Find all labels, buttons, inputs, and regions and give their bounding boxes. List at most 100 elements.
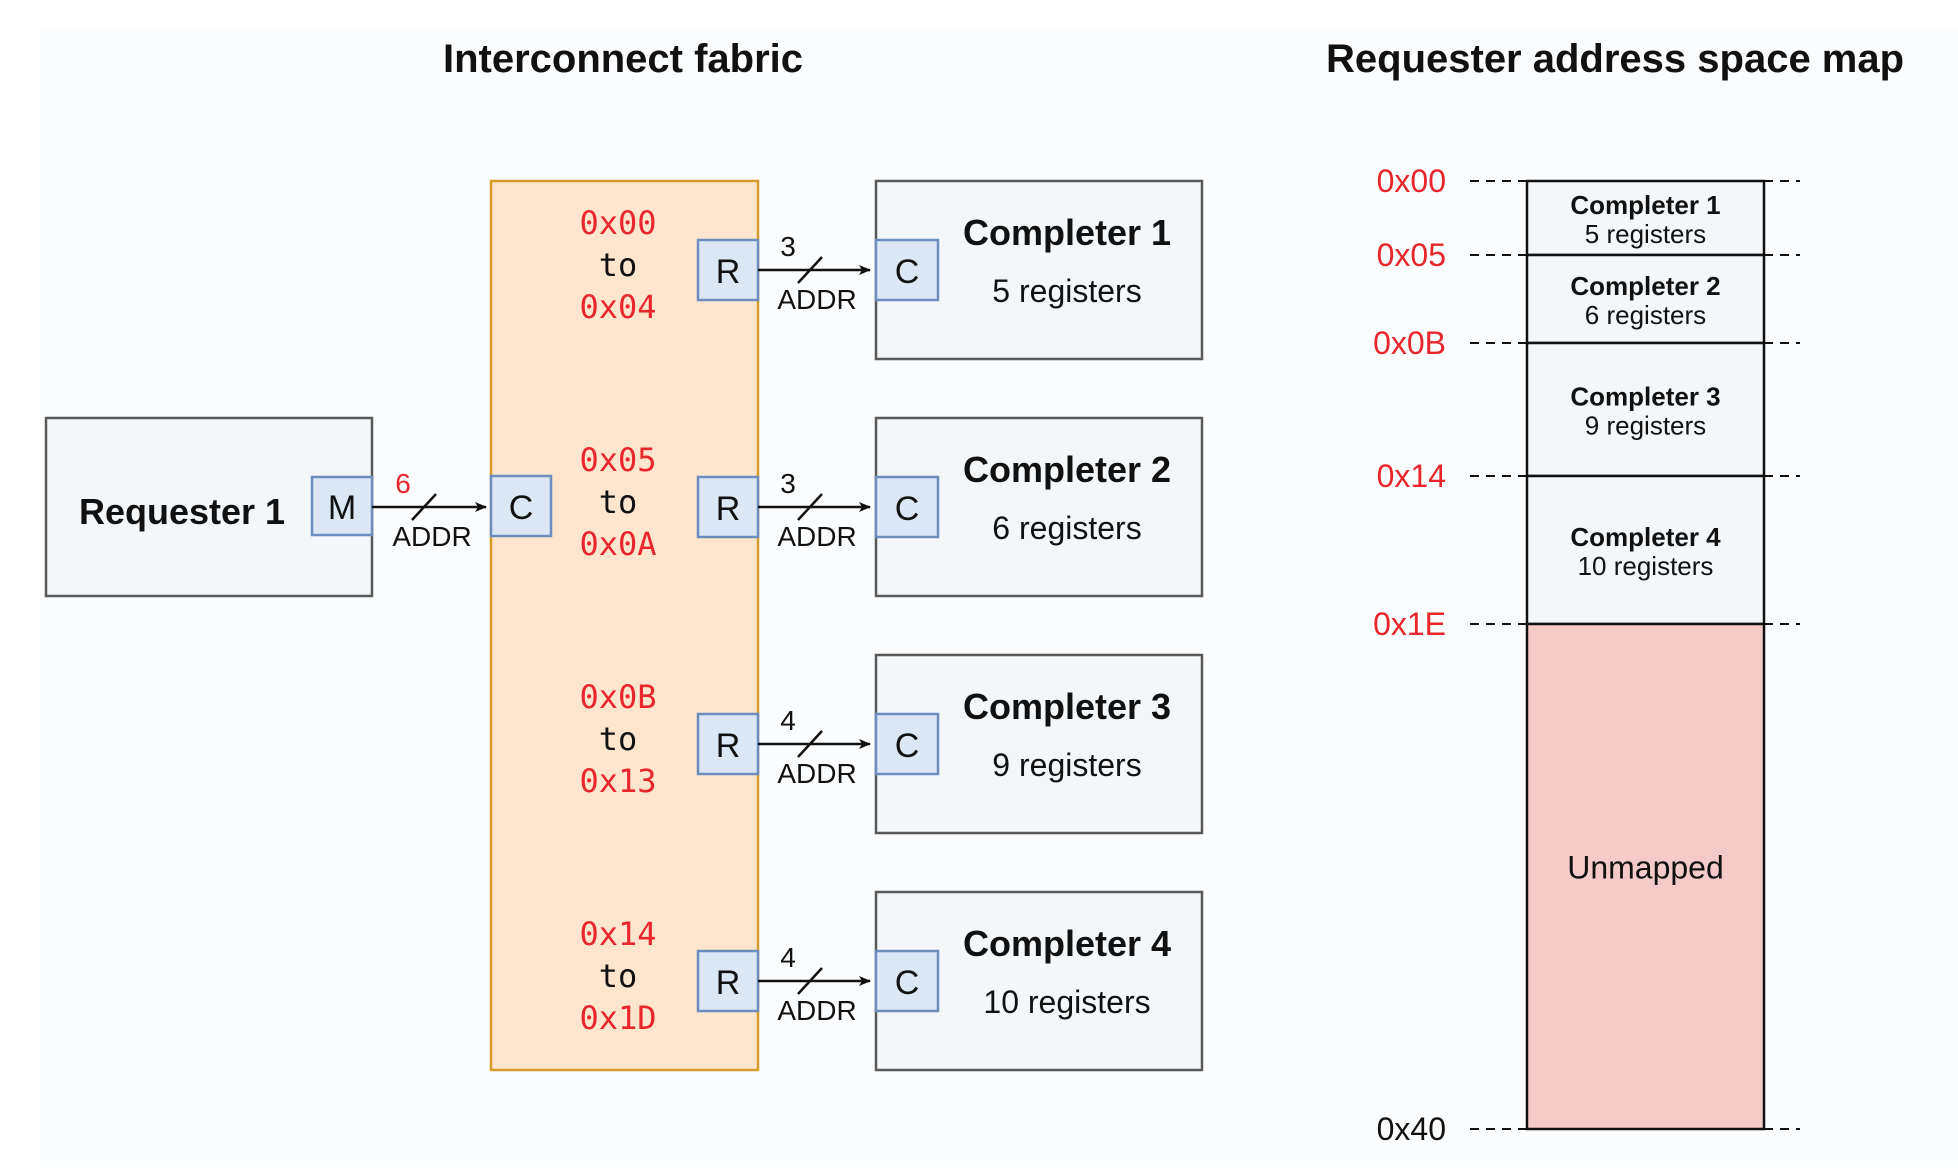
requester-bus-slash (411, 493, 437, 521)
requester-bus: 6 ADDR (372, 468, 487, 552)
map-boundary: 0x05 (1377, 237, 1800, 273)
completer-port (874, 712, 940, 776)
map-region-name: Completer 1 (1570, 190, 1720, 220)
completer-registers: 10 registers (983, 984, 1150, 1020)
map-region-box (1525, 341, 1766, 478)
map-boundary: 0x00 (1377, 163, 1800, 199)
route-range-to: to (599, 957, 638, 995)
map-region: Completer 26 registers (1525, 253, 1766, 345)
map-boundary-label: 0x40 (1377, 1111, 1446, 1147)
route-output-port-label: R (716, 490, 741, 528)
completer-registers: 5 registers (992, 273, 1141, 309)
map-region-box (1525, 474, 1766, 626)
completer-name: Completer 3 (963, 686, 1171, 727)
requester-port-label: M (328, 489, 356, 527)
requester-block: Requester 1 M (44, 416, 374, 598)
route-bus-slash (797, 730, 823, 758)
map-boundary: 0x14 (1377, 458, 1800, 494)
route-output-port (696, 475, 760, 539)
completer-name: Completer 2 (963, 449, 1171, 490)
map-region-name: Completer 4 (1570, 522, 1721, 552)
route-range-start: 0x0B (579, 678, 656, 716)
route-bus-label: ADDR (777, 521, 856, 552)
map-boundary: 0x0B (1373, 325, 1800, 361)
map-boundary-label: 0x05 (1377, 237, 1446, 273)
route-bus-width: 4 (780, 942, 796, 973)
route-bus-slash (797, 967, 823, 995)
map-region-registers: 6 registers (1585, 300, 1706, 330)
route-bus-slash (797, 493, 823, 521)
route-bus-label: ADDR (777, 995, 856, 1026)
route-range-to: to (599, 720, 638, 758)
completer-port (874, 238, 940, 302)
map-region-registers: 10 registers (1578, 551, 1714, 581)
route-output-port-label: R (716, 727, 741, 765)
map-boundary: 0x40 (1377, 1111, 1800, 1147)
map-region: Completer 410 registers (1525, 474, 1766, 626)
requester-bus-width: 6 (395, 468, 411, 499)
completer-port-label: C (895, 253, 920, 291)
map-region-registers: 5 registers (1585, 219, 1706, 249)
route-bus-label: ADDR (777, 758, 856, 789)
route-output-port-label: R (716, 253, 741, 291)
route-bus-label: ADDR (777, 284, 856, 315)
map-region-unmapped: Unmapped (1525, 622, 1766, 1131)
route-output-port (696, 238, 760, 302)
completer-port-label: C (895, 727, 920, 765)
map-region-name: Completer 3 (1570, 382, 1720, 412)
requester-label: Requester 1 (79, 491, 285, 532)
completer-name: Completer 1 (963, 212, 1171, 253)
completer-port-label: C (895, 964, 920, 1002)
completer-port (874, 475, 940, 539)
requester-port (310, 475, 374, 537)
route-range-to: to (599, 483, 638, 521)
completer-block: C Completer 1 5 registers (874, 179, 1204, 361)
map-boundary-label: 0x1E (1373, 606, 1446, 642)
route-range-end: 0x0A (579, 525, 656, 563)
route-bus-width: 3 (780, 468, 796, 499)
map-boundary-label: 0x14 (1377, 458, 1446, 494)
fabric-box (489, 179, 760, 1072)
route-bus-width: 3 (780, 231, 796, 262)
route-output-port (696, 712, 760, 776)
requester-bus-label: ADDR (392, 521, 471, 552)
completer-port (874, 949, 940, 1013)
map-region: Completer 39 registers (1525, 341, 1766, 478)
route-output-port-label: R (716, 964, 741, 1002)
route-range-start: 0x05 (579, 441, 656, 479)
map-region-registers: 9 registers (1585, 411, 1706, 441)
completer-block: C Completer 3 9 registers (874, 653, 1204, 835)
completer-registers: 6 registers (992, 510, 1141, 546)
route-range-end: 0x13 (579, 762, 656, 800)
fabric-input-port (489, 474, 553, 538)
route-range-start: 0x14 (579, 915, 656, 953)
route-range-end: 0x1D (579, 999, 656, 1037)
fabric-block: C (489, 179, 760, 1072)
map-boundary-label: 0x00 (1377, 163, 1446, 199)
map-region: Completer 15 registers (1525, 179, 1766, 257)
completer-registers: 9 registers (992, 747, 1141, 783)
route-range-to: to (599, 246, 638, 284)
route-bus-width: 4 (780, 705, 796, 736)
route-range-start: 0x00 (579, 204, 656, 242)
map-boundary-label: 0x0B (1373, 325, 1446, 361)
map-region-name: Unmapped (1567, 850, 1724, 886)
fabric-input-port-label: C (509, 489, 534, 527)
map-region-name: Completer 2 (1570, 271, 1720, 301)
route-range-end: 0x04 (579, 288, 656, 326)
map-boundary: 0x1E (1373, 606, 1800, 642)
interconnect-title: Interconnect fabric (443, 37, 803, 81)
route-bus-slash (797, 256, 823, 284)
completer-block: C Completer 2 6 registers (874, 416, 1204, 598)
map-region-box (1525, 622, 1766, 1131)
address-map-title: Requester address space map (1326, 37, 1904, 81)
completer-port-label: C (895, 490, 920, 528)
